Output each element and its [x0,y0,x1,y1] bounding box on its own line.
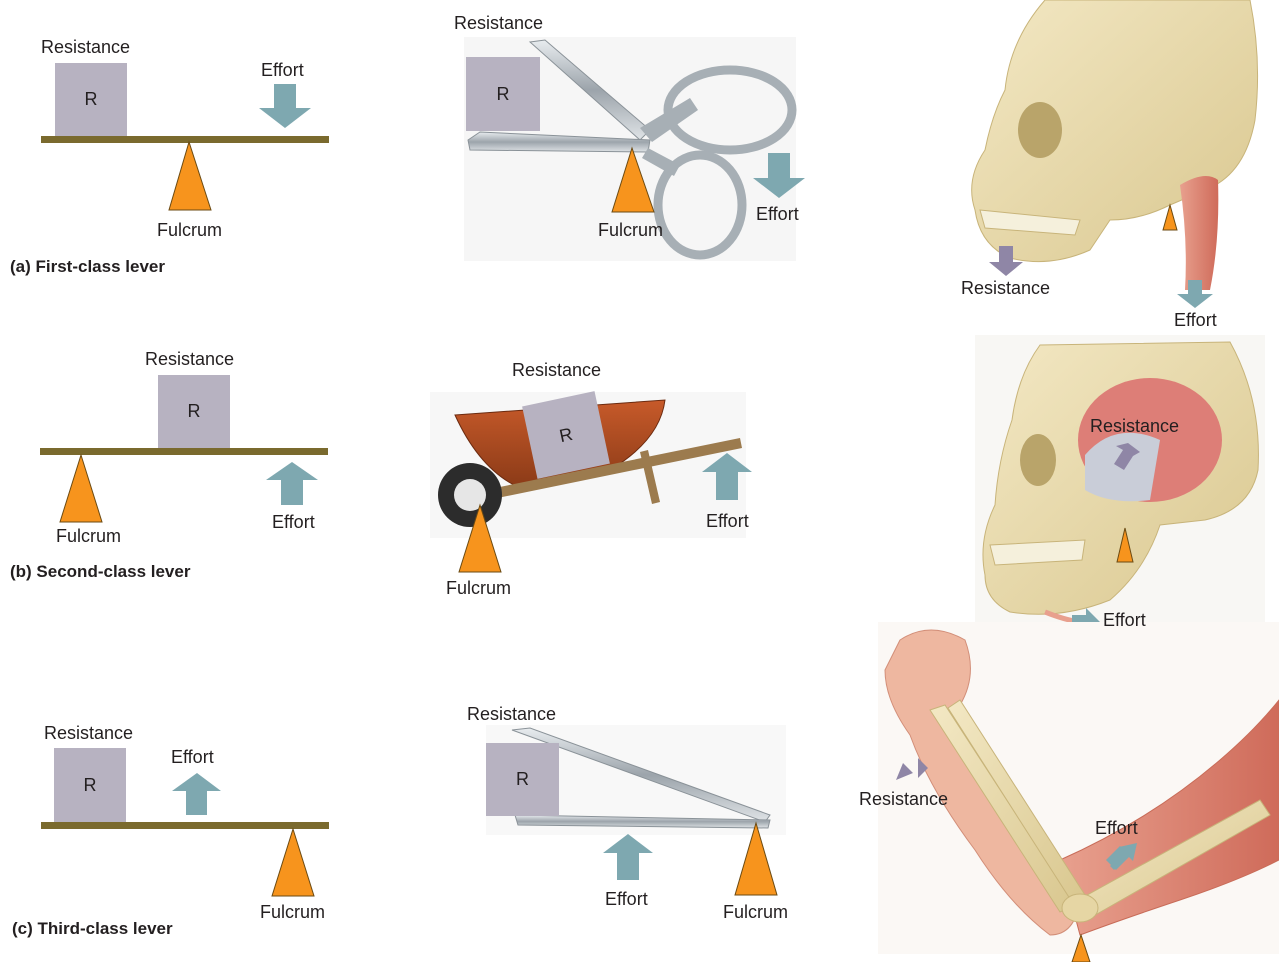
skull-first-class [972,0,1258,308]
fulcrum-label: Fulcrum [56,527,121,545]
effort-arrow-up [603,834,653,880]
resistance-box: R [55,63,127,136]
effort-label: Effort [1174,311,1217,329]
lever-bar [41,822,329,829]
resistance-label: Resistance [859,790,948,808]
resistance-label: Resistance [44,724,133,742]
resistance-label: Resistance [961,279,1050,297]
effort-label: Effort [706,512,749,530]
effort-arrow-up [172,773,221,815]
lever-bar [41,136,329,143]
second-class-schematic [40,448,328,522]
resistance-label: Resistance [454,14,543,32]
resistance-box: R [466,57,540,131]
resistance-label: Resistance [145,350,234,368]
fulcrum-triangle [272,829,314,896]
caption-first-class: (a) First-class lever [10,258,165,275]
effort-label: Effort [756,205,799,223]
skull-second-class [975,335,1265,636]
resistance-box: R [158,375,230,448]
resistance-box: R [486,743,559,816]
fulcrum-label: Fulcrum [723,903,788,921]
effort-label: Effort [605,890,648,908]
resistance-label: Resistance [467,705,556,723]
fulcrum-triangle [1163,205,1177,230]
resistance-label: Resistance [1090,417,1179,435]
effort-label: Effort [1103,611,1146,629]
effort-label: Effort [272,513,315,531]
fulcrum-label: Fulcrum [260,903,325,921]
fulcrum-triangle [169,142,211,210]
caption-second-class: (b) Second-class lever [10,563,190,580]
effort-arrow-up [266,462,318,505]
fulcrum-label: Fulcrum [157,221,222,239]
fulcrum-label: Fulcrum [598,221,663,239]
lever-bar [40,448,328,455]
resistance-box: R [522,391,610,479]
fulcrum-triangle [60,455,102,522]
effort-arrow-down [259,84,311,128]
fulcrum-label: Fulcrum [446,579,511,597]
effort-label: Effort [171,748,214,766]
resistance-label: Resistance [41,38,130,56]
effort-label: Effort [1095,819,1138,837]
caption-third-class: (c) Third-class lever [12,920,173,937]
resistance-box: R [54,748,126,822]
effort-label: Effort [261,61,304,79]
resistance-label: Resistance [512,361,601,379]
